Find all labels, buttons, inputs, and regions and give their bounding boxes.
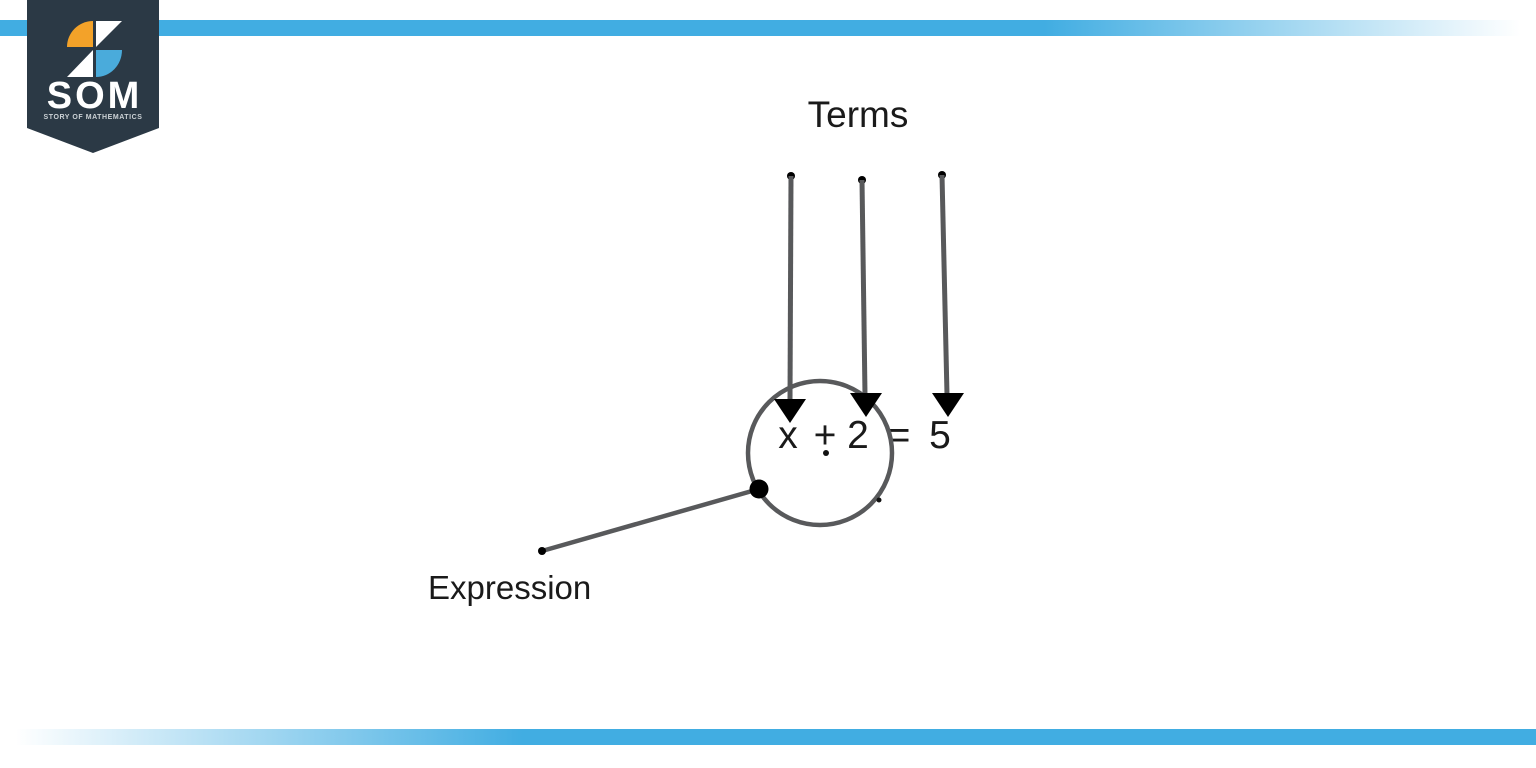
logo-name: SOM: [46, 75, 143, 117]
expression-leader-line: [538, 479, 769, 555]
bottom-accent-stripe: [0, 729, 1536, 745]
equation-plus-sign: +: [813, 414, 837, 457]
equation-equals-sign: =: [887, 414, 911, 457]
equation-term-x: x: [778, 414, 798, 457]
terms-label: Terms: [807, 94, 909, 135]
pinwheel-orange-quarter-icon: [67, 21, 93, 47]
equation-result-5: 5: [929, 414, 951, 457]
pinwheel-white-triangle-bottom-icon: [67, 50, 93, 77]
terms-arrow-5: [932, 171, 964, 417]
pinwheel-white-triangle-top-icon: [96, 21, 122, 47]
terms-arrow-x: [774, 172, 806, 423]
point-marker-circle-edge: [876, 497, 882, 503]
equation-term-2: 2: [847, 414, 869, 457]
som-pinwheel-icon: [67, 21, 122, 77]
pinwheel-blue-quarter-icon: [96, 50, 122, 77]
logo-tagline: STORY OF MATHEMATICS: [43, 114, 143, 121]
top-accent-stripe: [0, 20, 1536, 36]
terms-arrow-2: [850, 176, 882, 417]
som-logo-badge: SOM STORY OF MATHEMATICS: [27, 0, 159, 153]
expression-label: Expression: [428, 569, 592, 606]
